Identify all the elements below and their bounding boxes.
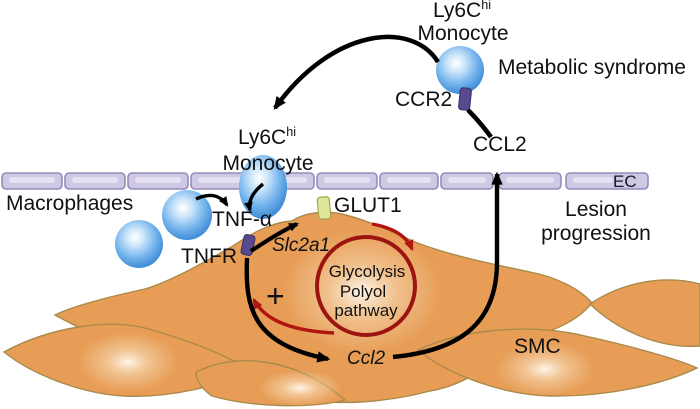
metabolic-syndrome-label: Metabolic syndrome	[498, 56, 686, 79]
glut1-label: GLUT1	[334, 194, 402, 217]
arrow-tnf-to-glut1	[249, 222, 299, 253]
arrow-tnfr-to-ccl2-gene	[244, 257, 331, 363]
arrow-macrophage-tnf	[195, 193, 229, 207]
arrow-cycle-feedback	[252, 297, 335, 335]
ccl2-label: CCL2	[473, 133, 527, 156]
tnfr-label: TNFR	[181, 245, 237, 268]
membrane-proteins	[240, 87, 472, 256]
lesion-label-line2: progression	[541, 222, 651, 245]
arrow-ccl2-secretion	[392, 171, 503, 360]
macrophages-label: Macrophages	[6, 192, 134, 215]
ccr2-label: CCR2	[395, 88, 453, 111]
polyol-label: Polyol	[339, 282, 387, 301]
mid-monocyte-label-line1: Ly6Chi	[237, 125, 297, 149]
arrow-glut1-to-cycle	[371, 222, 414, 252]
metabolic-cycle	[252, 222, 417, 337]
smc-right-cell	[588, 279, 700, 348]
circulating-monocyte-cell	[436, 46, 484, 94]
slc2a1-gene-label: Slc2a1	[272, 235, 331, 256]
cycle-circle	[315, 235, 417, 337]
top-monocyte-label-line1: Ly6Chi	[432, 0, 492, 22]
glycolysis-label: Glycolysis	[328, 262, 406, 281]
tnf-alpha-label: TNF-α	[212, 208, 272, 231]
lesion-label-line1: Lesion	[565, 198, 627, 221]
leukocytes	[115, 46, 484, 268]
positive-feedback-sign: +	[266, 278, 285, 314]
arrow-monocyte-recruitment	[273, 34, 440, 110]
ccl2-ccr2-bond-line	[466, 108, 493, 139]
black-arrows	[195, 34, 503, 363]
ccr2-receptor	[458, 87, 472, 111]
pathway-label: pathway	[334, 301, 398, 320]
top-monocyte-label-line2: Monocyte	[417, 22, 509, 45]
macrophage-cell-2	[115, 220, 163, 268]
mid-monocyte-label-line2: Monocyte	[222, 152, 314, 175]
macrophage-cell-1	[162, 190, 212, 240]
glut1-transporter	[316, 196, 332, 220]
ccl2-gene-label: Ccl2	[347, 348, 386, 369]
smc-label: SMC	[514, 335, 561, 358]
ec-layer	[1, 172, 649, 190]
ec-label: EC	[613, 172, 637, 191]
arrow-monocyte-tnf	[244, 182, 265, 213]
